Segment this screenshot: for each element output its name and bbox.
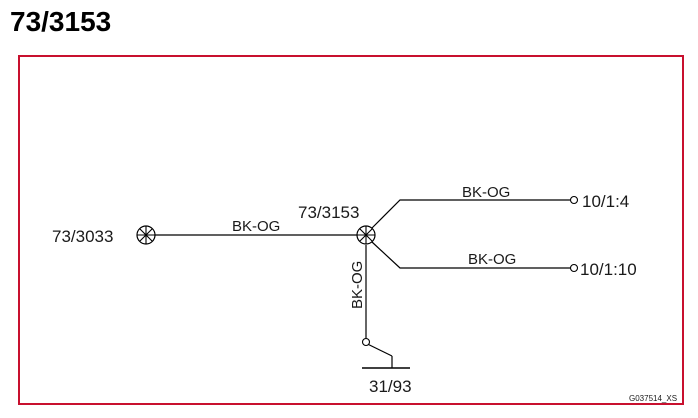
figure-code-label: G037514_XS (629, 394, 677, 403)
ground-symbol (361, 337, 410, 369)
left-connector-label: 73/3033 (52, 227, 113, 246)
terminal-lower-label: 10/1:10 (580, 260, 637, 279)
left-connector-symbol (136, 225, 156, 245)
page-title: 73/3153 (10, 6, 112, 37)
wire-left-label: BK-OG (232, 218, 280, 235)
wire-lower-right-label: BK-OG (468, 251, 516, 268)
terminal-upper-label: 10/1:4 (582, 192, 629, 211)
wire-lower-right-segment (371, 241, 570, 269)
terminal-upper-symbol (569, 195, 579, 205)
wire-upper-right-label: BK-OG (462, 184, 510, 201)
center-connector-label: 73/3153 (298, 203, 359, 222)
wire-down-label: BK-OG (349, 261, 366, 309)
center-connector-symbol (356, 225, 376, 245)
diagram-frame (18, 55, 684, 405)
terminal-lower-symbol (569, 263, 579, 273)
ground-label: 31/93 (369, 377, 412, 396)
wire-upper-right-segment (371, 199, 570, 229)
